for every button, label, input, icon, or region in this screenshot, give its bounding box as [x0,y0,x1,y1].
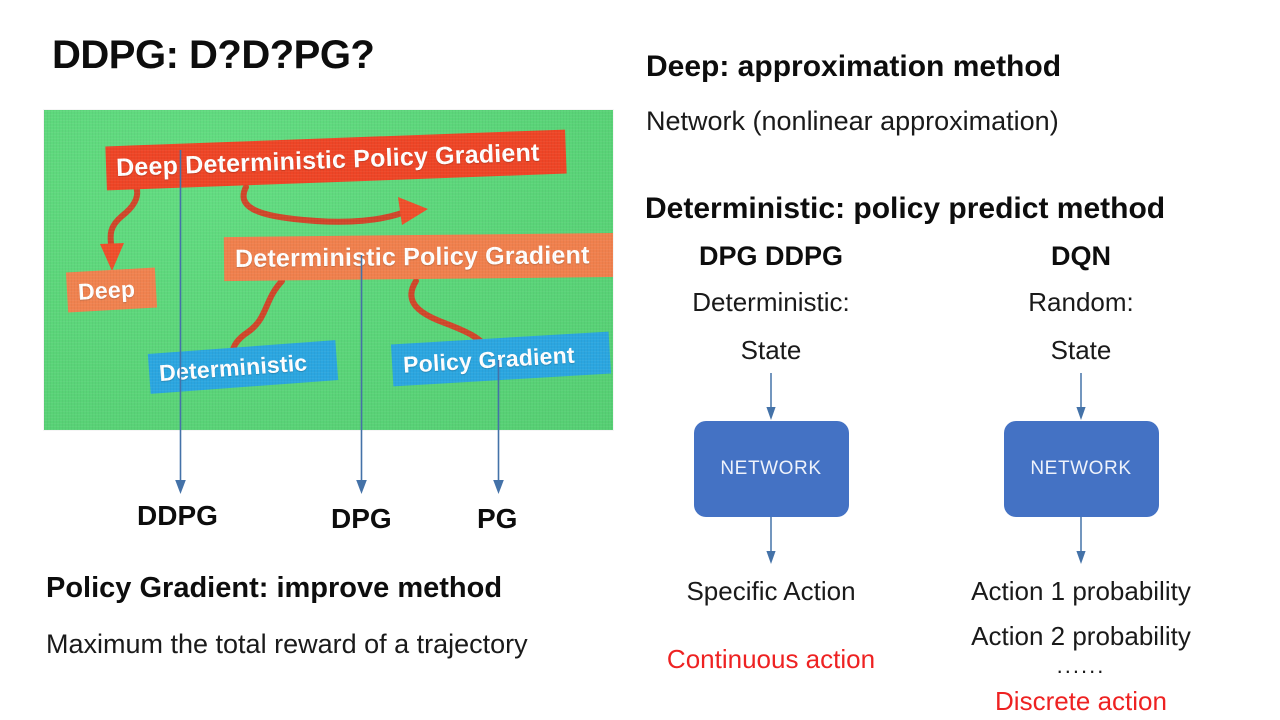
column-output-line-2: Action 2 probability [971,620,1191,651]
arrow-state-to-network [766,373,776,420]
network-box: NETWORK [1003,421,1159,517]
column-output-ellipsis: ...... [1056,652,1106,678]
stem-ddpg [175,150,186,494]
column-title: DPG DDPG [698,241,844,271]
arrow-state-to-network [1076,373,1086,420]
policy-gradient-heading: Policy Gradient: improve method [46,572,503,604]
column-title: DQN [1051,241,1111,271]
concept-image: Deep Deterministic Policy Gradient Deep … [44,110,613,430]
stem-dpg [356,255,367,494]
column-conclusion: Discrete action [995,685,1167,716]
column-mode: Deterministic: [692,287,850,317]
network-label: NETWORK [1030,458,1132,479]
stem-pg [493,360,504,494]
arrow-network-to-output [1076,517,1086,564]
column-dpg-ddpg: DPG DDPG Deterministic: State NETWORK Sp… [646,243,896,672]
column-dqn: DQN Random: State NETWORK Action 1 proba… [956,243,1206,714]
tag-deterministic-policy-gradient: Deterministic Policy Gradient [223,232,613,282]
page-title: DDPG: D?D?PG? [52,33,375,77]
column-output-line-1: Specific Action [686,576,856,606]
network-box: NETWORK [693,421,849,517]
column-input-state: State [740,335,802,365]
leaf-label-pg: PG [477,503,518,534]
policy-gradient-subtitle: Maximum the total reward of a trajectory [46,629,528,659]
column-conclusion: Continuous action [666,643,876,674]
deep-subtitle: Network (nonlinear approximation) [646,106,1059,136]
column-input-state: State [1050,335,1112,365]
network-label: NETWORK [720,458,822,479]
column-output-line-1: Action 1 probability [971,576,1191,606]
tag-deep: Deep [65,267,158,313]
leaf-label-dpg: DPG [331,503,392,534]
arrow-network-to-output [766,517,776,564]
leaf-label-ddpg: DDPG [137,500,218,531]
deep-heading: Deep: approximation method [646,50,1062,83]
deterministic-heading: Deterministic: policy predict method [645,192,1166,225]
arrow-ddpg-to-dpg [240,184,428,225]
column-mode: Random: [1028,287,1134,317]
image-watermark [249,400,579,416]
